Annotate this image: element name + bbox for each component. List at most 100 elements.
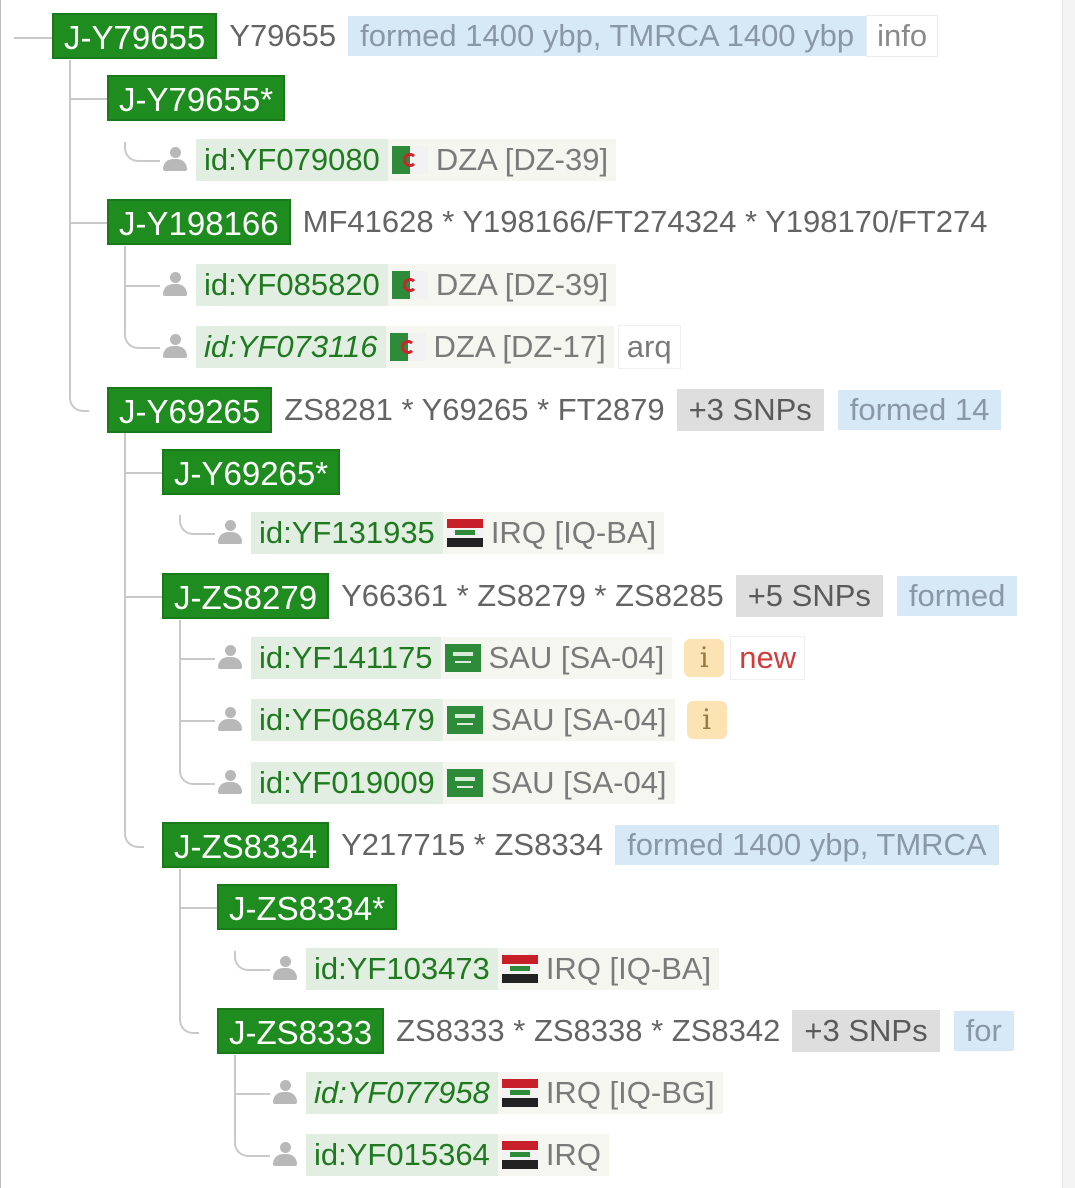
connector-line bbox=[124, 472, 162, 474]
connector-elbow bbox=[234, 951, 254, 971]
person-icon bbox=[272, 1078, 298, 1108]
sample-id-link[interactable]: id:YF085820 bbox=[196, 264, 388, 306]
tree-node-row: J-ZS8334* bbox=[217, 884, 397, 930]
tree-node-row: J-ZS8333 ZS8333 * ZS8338 * ZS8342 +3 SNP… bbox=[217, 1008, 1014, 1054]
tree-node-row: J-Y79655* bbox=[107, 75, 286, 121]
tree-node-row: J-Y69265* bbox=[162, 449, 341, 495]
connector-line bbox=[142, 160, 160, 162]
connector-line bbox=[124, 285, 160, 287]
formed-age-label: for bbox=[953, 1011, 1014, 1051]
connector-line bbox=[197, 783, 215, 785]
connector-line bbox=[179, 869, 181, 1016]
connector-line bbox=[179, 907, 217, 909]
more-snps-button[interactable]: +3 SNPs bbox=[676, 389, 824, 431]
haplogroup-node-button[interactable]: J-ZS8333 bbox=[217, 1008, 385, 1054]
sample-location: DZA [DZ-39] bbox=[435, 142, 609, 177]
sample-row: id:YF131935 IRQ [IQ-BA] bbox=[217, 510, 665, 556]
haplogroup-node-button[interactable]: J-ZS8334* bbox=[217, 884, 397, 930]
connector-elbow bbox=[124, 142, 144, 162]
connector-line bbox=[197, 533, 215, 535]
person-icon bbox=[272, 954, 298, 984]
sample-id-link[interactable]: id:YF131935 bbox=[251, 512, 443, 554]
person-icon bbox=[272, 1140, 298, 1170]
sau-flag-icon bbox=[446, 769, 483, 797]
sample-id-link[interactable]: id:YF068479 bbox=[251, 699, 443, 741]
sample-id-link[interactable]: id:YF019009 bbox=[251, 762, 443, 804]
sample-id-link[interactable]: id:YF079080 bbox=[196, 139, 388, 181]
dza-flag-icon bbox=[391, 146, 428, 174]
sample-location: SAU [SA-04] bbox=[490, 765, 667, 800]
sample-entry: id:YF131935 IRQ [IQ-BA] bbox=[251, 512, 665, 554]
sample-row: id:YF068479 SAU [SA-04] i bbox=[217, 697, 727, 743]
connector-line bbox=[69, 222, 107, 224]
haplogroup-node-button[interactable]: J-Y69265* bbox=[162, 449, 341, 495]
sample-location: IRQ [IQ-BG] bbox=[545, 1075, 715, 1110]
haplogroup-node-button[interactable]: J-Y198166 bbox=[107, 199, 291, 245]
sau-flag-icon bbox=[446, 706, 483, 734]
connector-elbow bbox=[69, 392, 89, 412]
haplogroup-node-button[interactable]: J-ZS8334 bbox=[162, 822, 330, 868]
formed-age-label: formed 14 bbox=[837, 390, 1002, 430]
irq-flag-icon bbox=[446, 519, 483, 547]
sample-id-link[interactable]: id:YF103473 bbox=[306, 948, 498, 990]
sample-entry: id:YF015364 IRQ bbox=[306, 1134, 609, 1176]
sample-location: SAU [SA-04] bbox=[490, 702, 667, 737]
sample-id-link[interactable]: id:YF077958 bbox=[306, 1072, 498, 1114]
sample-row: id:YF077958 IRQ [IQ-BG] bbox=[272, 1070, 723, 1116]
connector-line bbox=[124, 246, 126, 331]
person-icon bbox=[162, 332, 188, 362]
connector-elbow bbox=[179, 765, 199, 785]
connector-elbow bbox=[179, 515, 199, 535]
connector-line bbox=[124, 596, 162, 598]
sample-location: IRQ bbox=[545, 1137, 601, 1172]
connector-line bbox=[179, 720, 215, 722]
haplogroup-node-button[interactable]: J-ZS8279 bbox=[162, 573, 330, 619]
connector-line bbox=[69, 60, 71, 400]
person-icon bbox=[162, 145, 188, 175]
tree-node-row: J-ZS8334 Y217715 * ZS8334 formed 1400 yb… bbox=[162, 822, 999, 868]
sample-row: id:YF015364 IRQ bbox=[272, 1132, 609, 1178]
more-snps-button[interactable]: +3 SNPs bbox=[792, 1010, 940, 1052]
formed-age-label: formed 1400 ybp, TMRCA 1400 ybp bbox=[348, 16, 867, 56]
haplogroup-node-button[interactable]: J-Y69265 bbox=[107, 387, 273, 433]
tree-node-row: J-ZS8279 Y66361 * ZS8279 * ZS8285 +5 SNP… bbox=[162, 573, 1018, 619]
sample-row: id:YF079080 DZA [DZ-39] bbox=[162, 137, 617, 183]
connector-line bbox=[234, 1093, 270, 1095]
connector-line bbox=[234, 1055, 236, 1140]
connector-line bbox=[252, 969, 270, 971]
connector-line bbox=[14, 37, 52, 39]
formed-age-label: formed bbox=[896, 576, 1018, 616]
new-badge: new bbox=[730, 636, 806, 680]
connector-line bbox=[124, 432, 126, 830]
vertical-scrollbar[interactable] bbox=[1062, 0, 1075, 1188]
sample-row: id:YF073116 DZA [DZ-17] arq bbox=[162, 324, 681, 370]
person-icon bbox=[217, 518, 243, 548]
connector-line bbox=[252, 1155, 270, 1157]
more-snps-button[interactable]: +5 SNPs bbox=[735, 575, 883, 617]
info-link[interactable]: info bbox=[866, 15, 939, 57]
person-icon bbox=[217, 643, 243, 673]
sample-row: id:YF019009 SAU [SA-04] bbox=[217, 760, 675, 806]
haplogroup-node-button[interactable]: J-Y79655* bbox=[107, 75, 286, 121]
irq-flag-icon bbox=[501, 1079, 538, 1107]
snp-list: Y66361 * ZS8279 * ZS8285 bbox=[341, 578, 724, 613]
irq-flag-icon bbox=[501, 955, 538, 983]
sample-entry: id:YF085820 DZA [DZ-39] bbox=[196, 264, 617, 306]
info-badge[interactable]: i bbox=[684, 639, 725, 677]
snp-list: ZS8281 * Y69265 * FT2879 bbox=[284, 392, 665, 427]
sample-row: id:YF103473 IRQ [IQ-BA] bbox=[272, 946, 720, 992]
snp-list: Y79655 bbox=[229, 18, 337, 53]
connector-elbow bbox=[179, 1014, 199, 1034]
info-badge[interactable]: i bbox=[686, 701, 727, 739]
haplogroup-node-button[interactable]: J-Y79655 bbox=[52, 13, 218, 59]
sample-id-link[interactable]: id:YF141175 bbox=[251, 637, 441, 679]
sample-id-link[interactable]: id:YF015364 bbox=[306, 1134, 498, 1176]
sample-id-link[interactable]: id:YF073116 bbox=[196, 326, 386, 368]
tree-node-row: J-Y79655 Y79655 formed 1400 ybp, TMRCA 1… bbox=[52, 13, 939, 59]
sample-row: id:YF141175 SAU [SA-04] i new bbox=[217, 635, 806, 681]
sample-location: IRQ [IQ-BA] bbox=[545, 951, 712, 986]
connector-elbow bbox=[234, 1137, 254, 1157]
sample-location: IRQ [IQ-BA] bbox=[490, 515, 657, 550]
sample-location: DZA [DZ-17] bbox=[433, 329, 606, 364]
